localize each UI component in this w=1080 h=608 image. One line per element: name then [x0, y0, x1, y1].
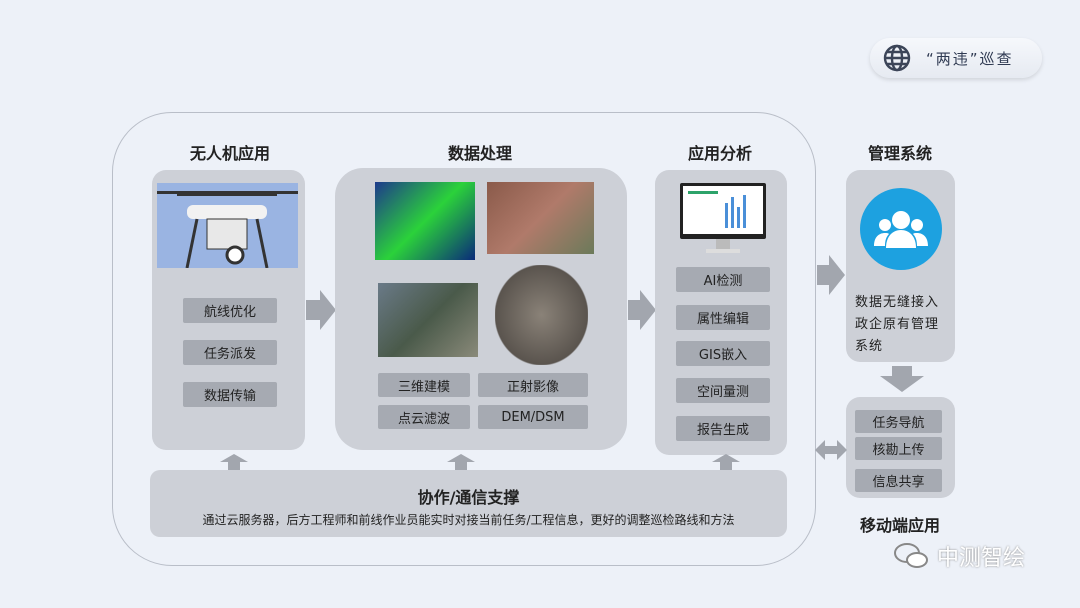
- globe-icon: [883, 44, 911, 72]
- watermark: 中测智绘: [893, 540, 1025, 572]
- mobile-item[interactable]: 核勘上传: [855, 437, 942, 460]
- support-title: 协作/通信支撑: [417, 488, 520, 507]
- analysis-item[interactable]: 属性编辑: [676, 305, 770, 330]
- analysis-item[interactable]: 空间量测: [676, 378, 770, 403]
- badge-label: “两违”巡查: [926, 49, 1014, 68]
- workflow-outline: [112, 112, 816, 566]
- data-item[interactable]: 正射影像: [478, 373, 588, 397]
- analysis-item[interactable]: GIS嵌入: [676, 341, 770, 366]
- orthophoto-image: [487, 182, 594, 254]
- point-cloud-image: [375, 182, 475, 260]
- monitor-image: [680, 183, 766, 255]
- analysis-title: 应用分析: [687, 144, 752, 163]
- watermark-text: 中测智绘: [937, 546, 1026, 571]
- users-icon: [860, 188, 942, 270]
- analysis-item[interactable]: 报告生成: [676, 416, 770, 441]
- data-title: 数据处理: [447, 144, 512, 163]
- mgmt-title: 管理系统: [867, 144, 932, 163]
- drone-image: [157, 183, 298, 269]
- two-violations-badge[interactable]: “两违”巡查: [870, 38, 1042, 78]
- support-description: 通过云服务器，后方工程师和前线作业员能实时对接当前任务/工程信息，更好的调整巡检…: [202, 513, 735, 527]
- mobile-item[interactable]: 信息共享: [855, 469, 942, 492]
- data-item[interactable]: 三维建模: [378, 373, 470, 397]
- analysis-item[interactable]: AI检测: [676, 267, 770, 292]
- mobile-title: 移动端应用: [859, 516, 940, 535]
- wechat-icon: [894, 543, 928, 568]
- data-item[interactable]: 点云滤波: [378, 405, 470, 429]
- drone-item[interactable]: 任务派发: [183, 340, 277, 365]
- drone-item[interactable]: 航线优化: [183, 298, 277, 323]
- drone-item[interactable]: 数据传输: [183, 382, 277, 407]
- 3d-model-image: [378, 283, 478, 357]
- arrow-up-icon: [447, 454, 475, 470]
- double-arrow-icon: [815, 440, 847, 460]
- arrow-up-icon: [712, 454, 740, 470]
- dem-image: [495, 265, 588, 365]
- mgmt-description: 数据无缝接入政企原有管理系统: [855, 295, 940, 354]
- data-item[interactable]: DEM/DSM: [478, 405, 588, 429]
- mobile-item[interactable]: 任务导航: [855, 410, 942, 433]
- drone-title: 无人机应用: [189, 144, 270, 163]
- support-panel: 协作/通信支撑 通过云服务器，后方工程师和前线作业员能实时对接当前任务/工程信息…: [150, 470, 787, 537]
- arrow-up-icon: [220, 454, 248, 470]
